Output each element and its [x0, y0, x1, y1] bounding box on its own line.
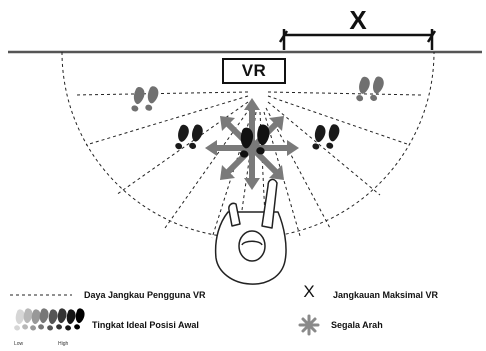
- legend-all-directions-icon: [300, 316, 318, 334]
- legend-max-range-icon: X: [301, 283, 317, 301]
- max-range-label: X: [336, 4, 380, 36]
- footprint-right-outer: [354, 71, 386, 107]
- vr-user-figure: [216, 179, 286, 284]
- legend-scale-high-label: High: [58, 341, 68, 347]
- legend-ideal-start-label: Tingkat Ideal Posisi Awal: [92, 320, 199, 330]
- legend-footprint-scale-icon: [12, 308, 86, 332]
- legend-user-reach-label: Daya Jangkau Pengguna VR: [84, 290, 206, 300]
- vr-device-label: VR: [223, 59, 285, 83]
- all-directions-arrows: [205, 98, 299, 190]
- footprint-left-inner: [173, 119, 205, 155]
- legend-scale-low-label: Low: [14, 341, 23, 347]
- legend-max-range-label: Jangkauan Maksimal VR: [333, 290, 438, 300]
- legend-all-directions-label: Segala Arah: [331, 320, 383, 330]
- footprint-left-outer: [129, 81, 160, 117]
